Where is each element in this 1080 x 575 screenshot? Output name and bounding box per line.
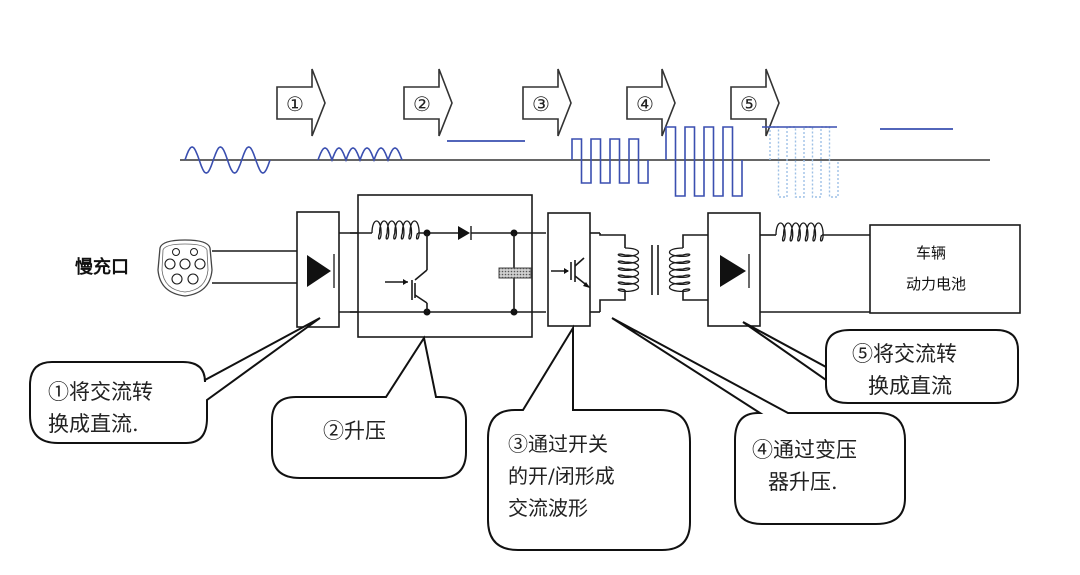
charge-port-connector-icon [157,239,213,297]
inverter-transistor-icon [551,257,590,288]
battery-label-line2: 动力电池 [906,275,966,293]
callout-1: ①将交流转 换成直流. [29,317,321,444]
callout-2-line-1: ②升压 [323,419,386,443]
waveform-rectified-square [769,126,839,198]
callout-4-line-2: 器升压. [768,470,838,494]
waveform-ac-sine [184,146,271,174]
waveform-strip: ① ② ③ ④ ⑤ [180,68,990,198]
callout-5: ⑤将交流转 换成直流 [742,321,1019,404]
callout-3: ③通过开关 的开/闭形成 交流波形 [487,324,691,551]
waveform-rectified-sine [317,147,403,163]
stage-arrow-label: ② [413,92,431,116]
stage-arrow-3: ③ [522,68,572,137]
stage-arrow-label: ③ [532,92,550,116]
capacitor-icon [498,267,532,279]
callout-2: ②升压 [271,335,467,479]
waveform-square-large [665,126,743,197]
stage-arrow-2: ② [403,68,453,137]
rectifier-block-1 [296,211,340,328]
inductor-icon [371,220,420,240]
vehicle-battery-block [869,224,1021,314]
stage-arrow-5: ⑤ [730,68,780,137]
transformer-icon [599,233,708,312]
battery-label-line1: 车辆 [916,244,946,262]
stage-arrow-label: ① [286,92,304,116]
boost-converter-block [357,194,533,338]
callout-5-line-2: 换成直流 [868,374,952,398]
output-inductor-icon [775,222,824,242]
callouts: ①将交流转 换成直流. ②升压 ③通过开关 的开/闭形成 交流波形 ④通过变压 … [29,317,1019,551]
inverter-switch-block [547,212,591,327]
charge-port-label: 慢充口 [75,256,129,278]
callout-4: ④通过变压 器升压. [611,317,906,525]
callout-1-line-2: 换成直流. [48,412,139,436]
stage-arrow-4: ④ [626,68,676,137]
boost-switch-transistor-icon [385,233,428,312]
output-diode-icon [720,255,746,287]
callout-3-line-3: 交流波形 [508,496,588,520]
waveform-square-small [571,138,649,184]
boost-diode-icon [458,226,470,240]
callout-1-line-1: ①将交流转 [48,380,153,404]
diode-icon [307,255,331,287]
callout-3-line-1: ③通过开关 [508,432,608,456]
callout-3-line-2: 的开/闭形成 [508,464,615,488]
stage-arrow-1: ① [276,68,326,137]
stage-arrow-label: ④ [636,92,654,116]
rectifier-block-2 [707,212,761,327]
callout-5-line-1: ⑤将交流转 [852,342,957,366]
callout-4-line-1: ④通过变压 [752,438,857,462]
circuit: 慢充口 [75,194,1021,338]
stage-arrow-label: ⑤ [740,92,758,116]
